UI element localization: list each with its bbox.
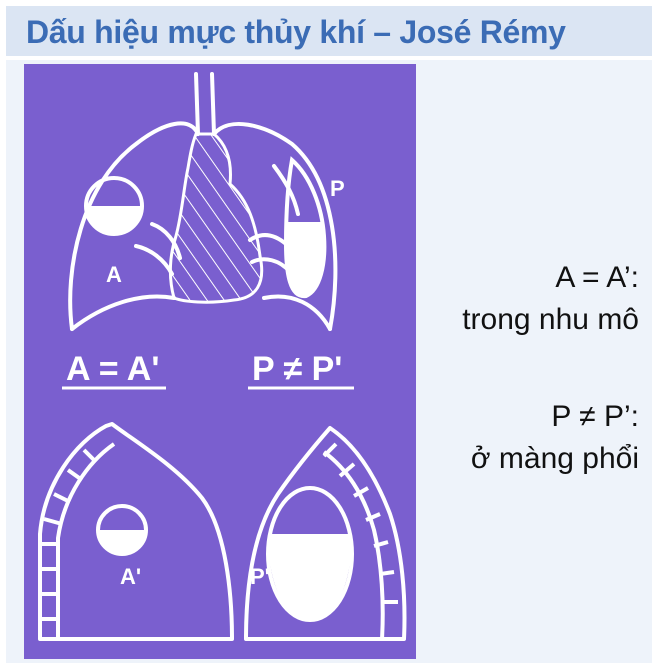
label-p: P — [330, 176, 345, 201]
label-a-prime: A' — [120, 564, 141, 589]
label-p-neq: P ≠ P' — [252, 350, 342, 388]
caption-intrapulmonary: A = A’: trong nhu mô — [462, 257, 639, 341]
caption-pleural: P ≠ P’: ở màng phổi — [471, 396, 639, 480]
label-a-eq: A = A' — [66, 350, 159, 388]
lateral-lung-p — [244, 426, 407, 641]
caption-a-rule: A = A’: — [555, 261, 639, 294]
cavity-a-prime — [96, 504, 148, 556]
label-p-prime: P' — [250, 564, 270, 589]
pleural-p — [283, 156, 327, 299]
pleural-p-prime — [266, 486, 354, 622]
cavity-a — [84, 176, 144, 236]
caption-p-desc: ở màng phổi — [470, 442, 639, 475]
page-title: Dấu hiệu mực thủy khí – José Rémy — [26, 14, 566, 50]
air-fluid-level-figure: A P A = A' P ≠ P' A' — [24, 64, 416, 659]
title-bar: Dấu hiệu mực thủy khí – José Rémy — [6, 6, 652, 56]
lateral-lung-a — [38, 422, 234, 641]
caption-a-desc: trong nhu mô — [462, 303, 639, 336]
label-a: A — [106, 262, 122, 287]
caption-p-rule: P ≠ P’: — [551, 400, 639, 433]
mediastinum-shape — [168, 132, 264, 304]
